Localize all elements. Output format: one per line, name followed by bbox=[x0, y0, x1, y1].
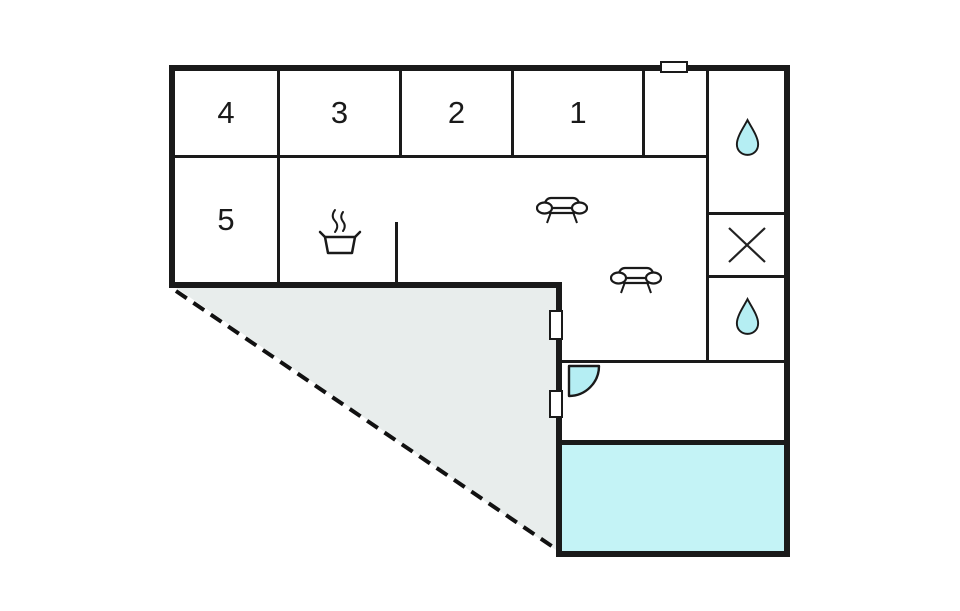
wall-between-room4-room3 bbox=[277, 71, 280, 158]
wall-hallway-top bbox=[559, 360, 784, 363]
room-bedroom-2: 2 bbox=[402, 71, 511, 155]
x-mark-icon bbox=[728, 227, 766, 263]
wall-below-utility bbox=[709, 275, 784, 278]
wall-outer-top bbox=[169, 65, 790, 71]
wall-between-room2-room1 bbox=[511, 71, 514, 158]
wall-room5-right bbox=[277, 155, 280, 285]
room-5-label: 5 bbox=[217, 202, 235, 237]
window-top bbox=[660, 61, 688, 73]
room-bedroom-5: 5 bbox=[175, 158, 277, 282]
wall-outer-left bbox=[169, 65, 175, 288]
door-swing-icon bbox=[567, 364, 601, 398]
wall-below-bedroom-row bbox=[172, 155, 708, 158]
room-1-label: 1 bbox=[569, 95, 587, 130]
room-2-label: 2 bbox=[447, 95, 466, 130]
window-left-lower bbox=[549, 390, 563, 418]
wall-kitchen-stub bbox=[395, 222, 398, 284]
wall-outer-pool-bottom bbox=[556, 551, 790, 557]
wall-right-column-left bbox=[706, 71, 709, 363]
wall-outer-lower-left bbox=[556, 282, 562, 557]
swimming-pool bbox=[562, 445, 784, 551]
room-bedroom-1: 1 bbox=[514, 71, 642, 155]
room-bedroom-3: 3 bbox=[280, 71, 399, 155]
terrace-dashed-boundary-line bbox=[174, 289, 558, 551]
sofa-icon bbox=[536, 196, 588, 224]
wall-pool-top bbox=[559, 440, 784, 445]
wall-between-room1-closet bbox=[642, 71, 645, 158]
cooking-pot-icon bbox=[318, 209, 362, 255]
wall-outer-bottom-left-wing bbox=[169, 282, 562, 288]
water-drop-icon bbox=[735, 297, 760, 335]
wall-between-room3-room2 bbox=[399, 71, 402, 158]
window-left-upper bbox=[549, 310, 563, 340]
room-bedroom-4: 4 bbox=[175, 71, 277, 155]
wall-outer-right bbox=[784, 65, 790, 557]
room-4-label: 4 bbox=[217, 95, 235, 130]
wall-below-bathroom-top bbox=[709, 212, 784, 215]
sofa-icon bbox=[610, 266, 662, 294]
water-drop-icon bbox=[735, 118, 760, 156]
room-3-label: 3 bbox=[330, 95, 349, 130]
